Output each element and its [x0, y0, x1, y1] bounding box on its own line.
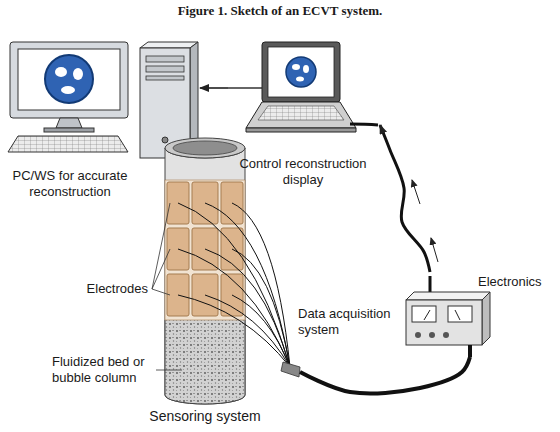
cable: [429, 276, 432, 294]
box-front: [406, 300, 482, 345]
bubble-icon: [55, 67, 67, 77]
meter: [412, 306, 436, 322]
signal-cable: [380, 125, 430, 272]
node-label: Data acquisition system: [298, 306, 402, 338]
drive-bay: [146, 66, 184, 72]
laptop-edge: [246, 128, 356, 132]
flow-arrow: [431, 238, 438, 262]
column-body: [165, 148, 245, 404]
wire: [232, 295, 290, 367]
flow-arrow: [412, 180, 420, 204]
knob: [415, 332, 421, 338]
tower-top: [140, 42, 198, 48]
transfer-line: [228, 87, 262, 89]
laptop: Control reconstruction display: [228, 38, 380, 198]
electrode-band: [165, 180, 245, 320]
laptop-lid: [262, 42, 340, 102]
leader-line: [152, 289, 170, 295]
meter-needle: [455, 310, 460, 320]
leader-line: [152, 203, 170, 289]
node-label: PC/WS for accurate reconstruction: [5, 168, 135, 200]
fluidized-bed: [165, 320, 245, 405]
bubble-icon: [292, 64, 300, 70]
cable: [468, 345, 472, 357]
knob: [443, 332, 449, 338]
monitor-stand: [56, 118, 82, 128]
laptop-screen: [268, 47, 334, 97]
power-button: [162, 137, 168, 143]
column-outline: [165, 320, 245, 404]
electrode-wires: [178, 203, 290, 367]
wire: [178, 249, 290, 367]
column-opening: [173, 141, 237, 155]
wire: [205, 295, 290, 367]
knob: [429, 332, 435, 338]
figure-title: Figure 1. Sketch of an ECVT system.: [0, 3, 560, 19]
monitor-base: [44, 128, 94, 132]
monitor-bezel: [10, 42, 128, 118]
bubble-icon: [61, 86, 75, 94]
laptop-base: [246, 102, 356, 128]
wire: [205, 203, 290, 367]
box-top: [406, 292, 490, 300]
node-label: Electronics: [478, 274, 548, 290]
box-side: [482, 292, 490, 345]
leader-lines: [152, 203, 182, 370]
bubble-icon: [73, 68, 83, 80]
wire: [178, 203, 290, 367]
part-label: Electrodes: [80, 281, 148, 297]
wire: [232, 249, 290, 367]
leader-line: [156, 370, 182, 371]
data-acquisition-unit: ElectronicsData acquisition system: [296, 272, 552, 357]
reconstruction-icon: [286, 57, 316, 87]
wire: [232, 203, 290, 367]
reconstruction-icon: [45, 55, 93, 103]
meter: [448, 306, 472, 322]
leader-line: [152, 249, 170, 289]
keyboard: [8, 136, 128, 152]
drive-bay: [146, 76, 184, 80]
column-rim: [165, 138, 245, 158]
laptop-keyboard: [258, 106, 344, 120]
bubble-icon: [296, 77, 304, 82]
bubble-icon: [303, 65, 309, 73]
sensor-cable: [300, 357, 470, 393]
node-label: Control reconstruction display: [228, 156, 378, 188]
part-label: Fluidized bed or bubble column: [52, 354, 152, 386]
meter-needle: [424, 310, 430, 320]
monitor-screen: [18, 49, 120, 110]
cable-sleeve: [281, 362, 300, 377]
wire: [178, 295, 290, 367]
workstation: PC/WS for accurate reconstruction: [5, 38, 200, 202]
node-label: Sensoring system: [140, 408, 270, 424]
drive-bay: [146, 56, 184, 62]
data-arrow: [200, 87, 228, 89]
cable: [350, 124, 378, 125]
